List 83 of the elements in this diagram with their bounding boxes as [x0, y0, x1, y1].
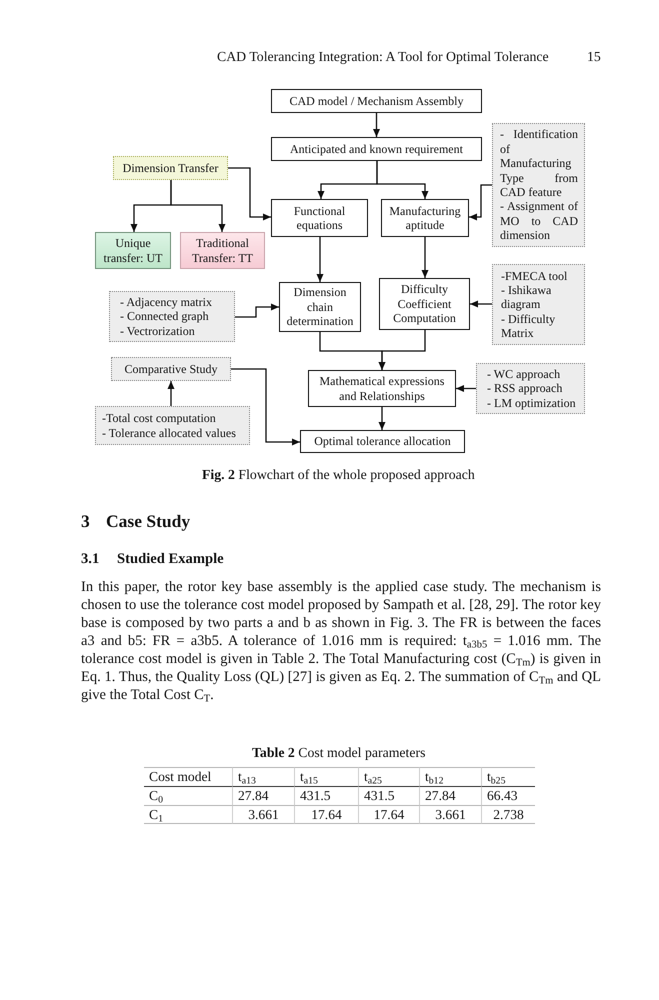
box-label: Optimal tolerance allocation	[313, 434, 452, 449]
table-cell: 27.84	[419, 786, 481, 805]
subsection-heading: Studied Example	[117, 550, 224, 568]
table-cell: C$_{0}$	[144, 786, 232, 805]
arrow	[470, 300, 492, 308]
box-label: Manufacturing aptitude	[388, 204, 462, 232]
arrow	[378, 407, 386, 430]
process-box	[271, 89, 482, 113]
arrow	[422, 237, 428, 278]
box-label: Dimension chain determination	[286, 285, 354, 329]
arrow	[231, 368, 300, 446]
note-text: - Vectrorization	[120, 324, 196, 338]
note-text: - Tolerance allocated values	[102, 426, 237, 440]
note-box	[492, 123, 585, 247]
arrow	[469, 184, 492, 220]
note-text: - RSS approach	[487, 381, 564, 396]
note-text: - LM optimization	[487, 396, 577, 410]
header-cell: t$_{b12}$	[419, 767, 481, 786]
note-text: - Identification of Manufacturing Type from CAD feature	[500, 127, 578, 200]
arrow	[456, 385, 476, 392]
table-cell: 431.5	[358, 786, 419, 805]
header-cell: t$_{a25}$	[358, 767, 419, 786]
process-box	[279, 282, 361, 332]
note-box	[109, 291, 235, 342]
process-box	[381, 199, 469, 237]
note-text: Comparative Study	[124, 362, 218, 376]
note-text: - WC approach	[487, 366, 562, 382]
header-cell: t$_{b25}$	[481, 767, 535, 786]
box-label: CAD model / Mechanism Assembly	[288, 94, 464, 108]
box-label: Unique transfer: UT	[102, 236, 164, 265]
process-box	[300, 430, 465, 453]
table-cell: 2.738	[481, 805, 535, 824]
page-number: 15	[587, 48, 601, 66]
note-text: - Ishikawa diagram	[501, 282, 552, 312]
process-box	[271, 137, 482, 161]
category-box	[113, 156, 228, 180]
note-box	[111, 357, 231, 381]
table-cell: 3.661	[419, 805, 481, 824]
table-cell: 3.661	[232, 805, 294, 824]
arrow	[373, 113, 380, 137]
box-label: Difficulty Coefficient Computation	[392, 282, 457, 326]
table-cell: C$_{1}$	[144, 805, 232, 824]
arrow	[316, 237, 324, 282]
table-cell: 17.64	[294, 805, 358, 824]
category-box	[95, 232, 171, 269]
box-label: Anticipated and known requirement	[289, 142, 464, 156]
note-text: - Assignment of MO to CAD dimension	[500, 199, 578, 243]
note-text: -FMECA tool	[501, 268, 568, 283]
note-text: -Total cost computation	[102, 411, 217, 426]
figure-caption: Fig. 2 Flowchart of the whole proposed approach	[202, 467, 475, 483]
note-text: - Adjacency matrix	[120, 294, 213, 310]
arrow	[228, 167, 271, 220]
table-cell: 17.64	[358, 805, 419, 824]
running-header: CAD Tolerancing Integration: A Tool for Optimal Tolerance	[217, 48, 549, 66]
note-box	[476, 363, 585, 414]
arrow	[168, 381, 174, 406]
subsection-number: 3.1	[81, 550, 100, 568]
section-number: 3	[81, 510, 90, 532]
box-label: Dimension Transfer	[122, 160, 220, 176]
process-box	[308, 370, 456, 407]
table-cell: 66.43	[481, 786, 535, 805]
note-box	[492, 264, 585, 345]
note-text: - Connected graph	[120, 309, 210, 324]
box-label: Traditional Transfer: TT	[191, 236, 254, 265]
arrow	[170, 180, 226, 232]
table-cell: 27.84	[232, 786, 294, 805]
arrow	[378, 330, 426, 370]
header-cell: Cost model	[144, 767, 232, 786]
header-cell: t$_{a15}$	[294, 767, 358, 786]
process-box	[271, 199, 368, 237]
box-label: Functional equations	[292, 204, 346, 232]
arrow	[235, 304, 279, 318]
body-paragraph: In this paper, the rotor key base assembly is the applied case study. The mechanism is chosen to use the tolerance cost model proposed by Sampath et al. [28, 29]. The rotor key base is composed by two parts a and b as shown in Fig. 3. The FR is between the faces a3 and b5: FR = a3b5. A tolerance of 1.016 mm is required: t$_{a3b5}$ = 1.016 mm. The tolerance cost model is given in Table 2. The Total Manufacturing cost (C$_{Tm}$) is given in Eq. 1. Thus, the Quality Loss (QL) [27] is given as Eq. 2. The summation of C$_{Tm}$ and QL give the Total Cost C$_{T}$.	[81, 578, 601, 704]
box-label: Mathematical expressions and Relationships	[318, 374, 446, 403]
section-heading: Case Study	[106, 510, 190, 532]
note-text: - Difficulty Matrix	[501, 312, 556, 340]
table-cell: 431.5	[294, 786, 358, 805]
header-cell: t$_{a13}$	[232, 767, 294, 786]
arrow	[376, 161, 428, 199]
category-box	[180, 232, 265, 269]
note-box	[95, 406, 250, 445]
table-caption: Table 2 Cost model parameters	[252, 745, 426, 761]
process-box	[379, 278, 470, 330]
